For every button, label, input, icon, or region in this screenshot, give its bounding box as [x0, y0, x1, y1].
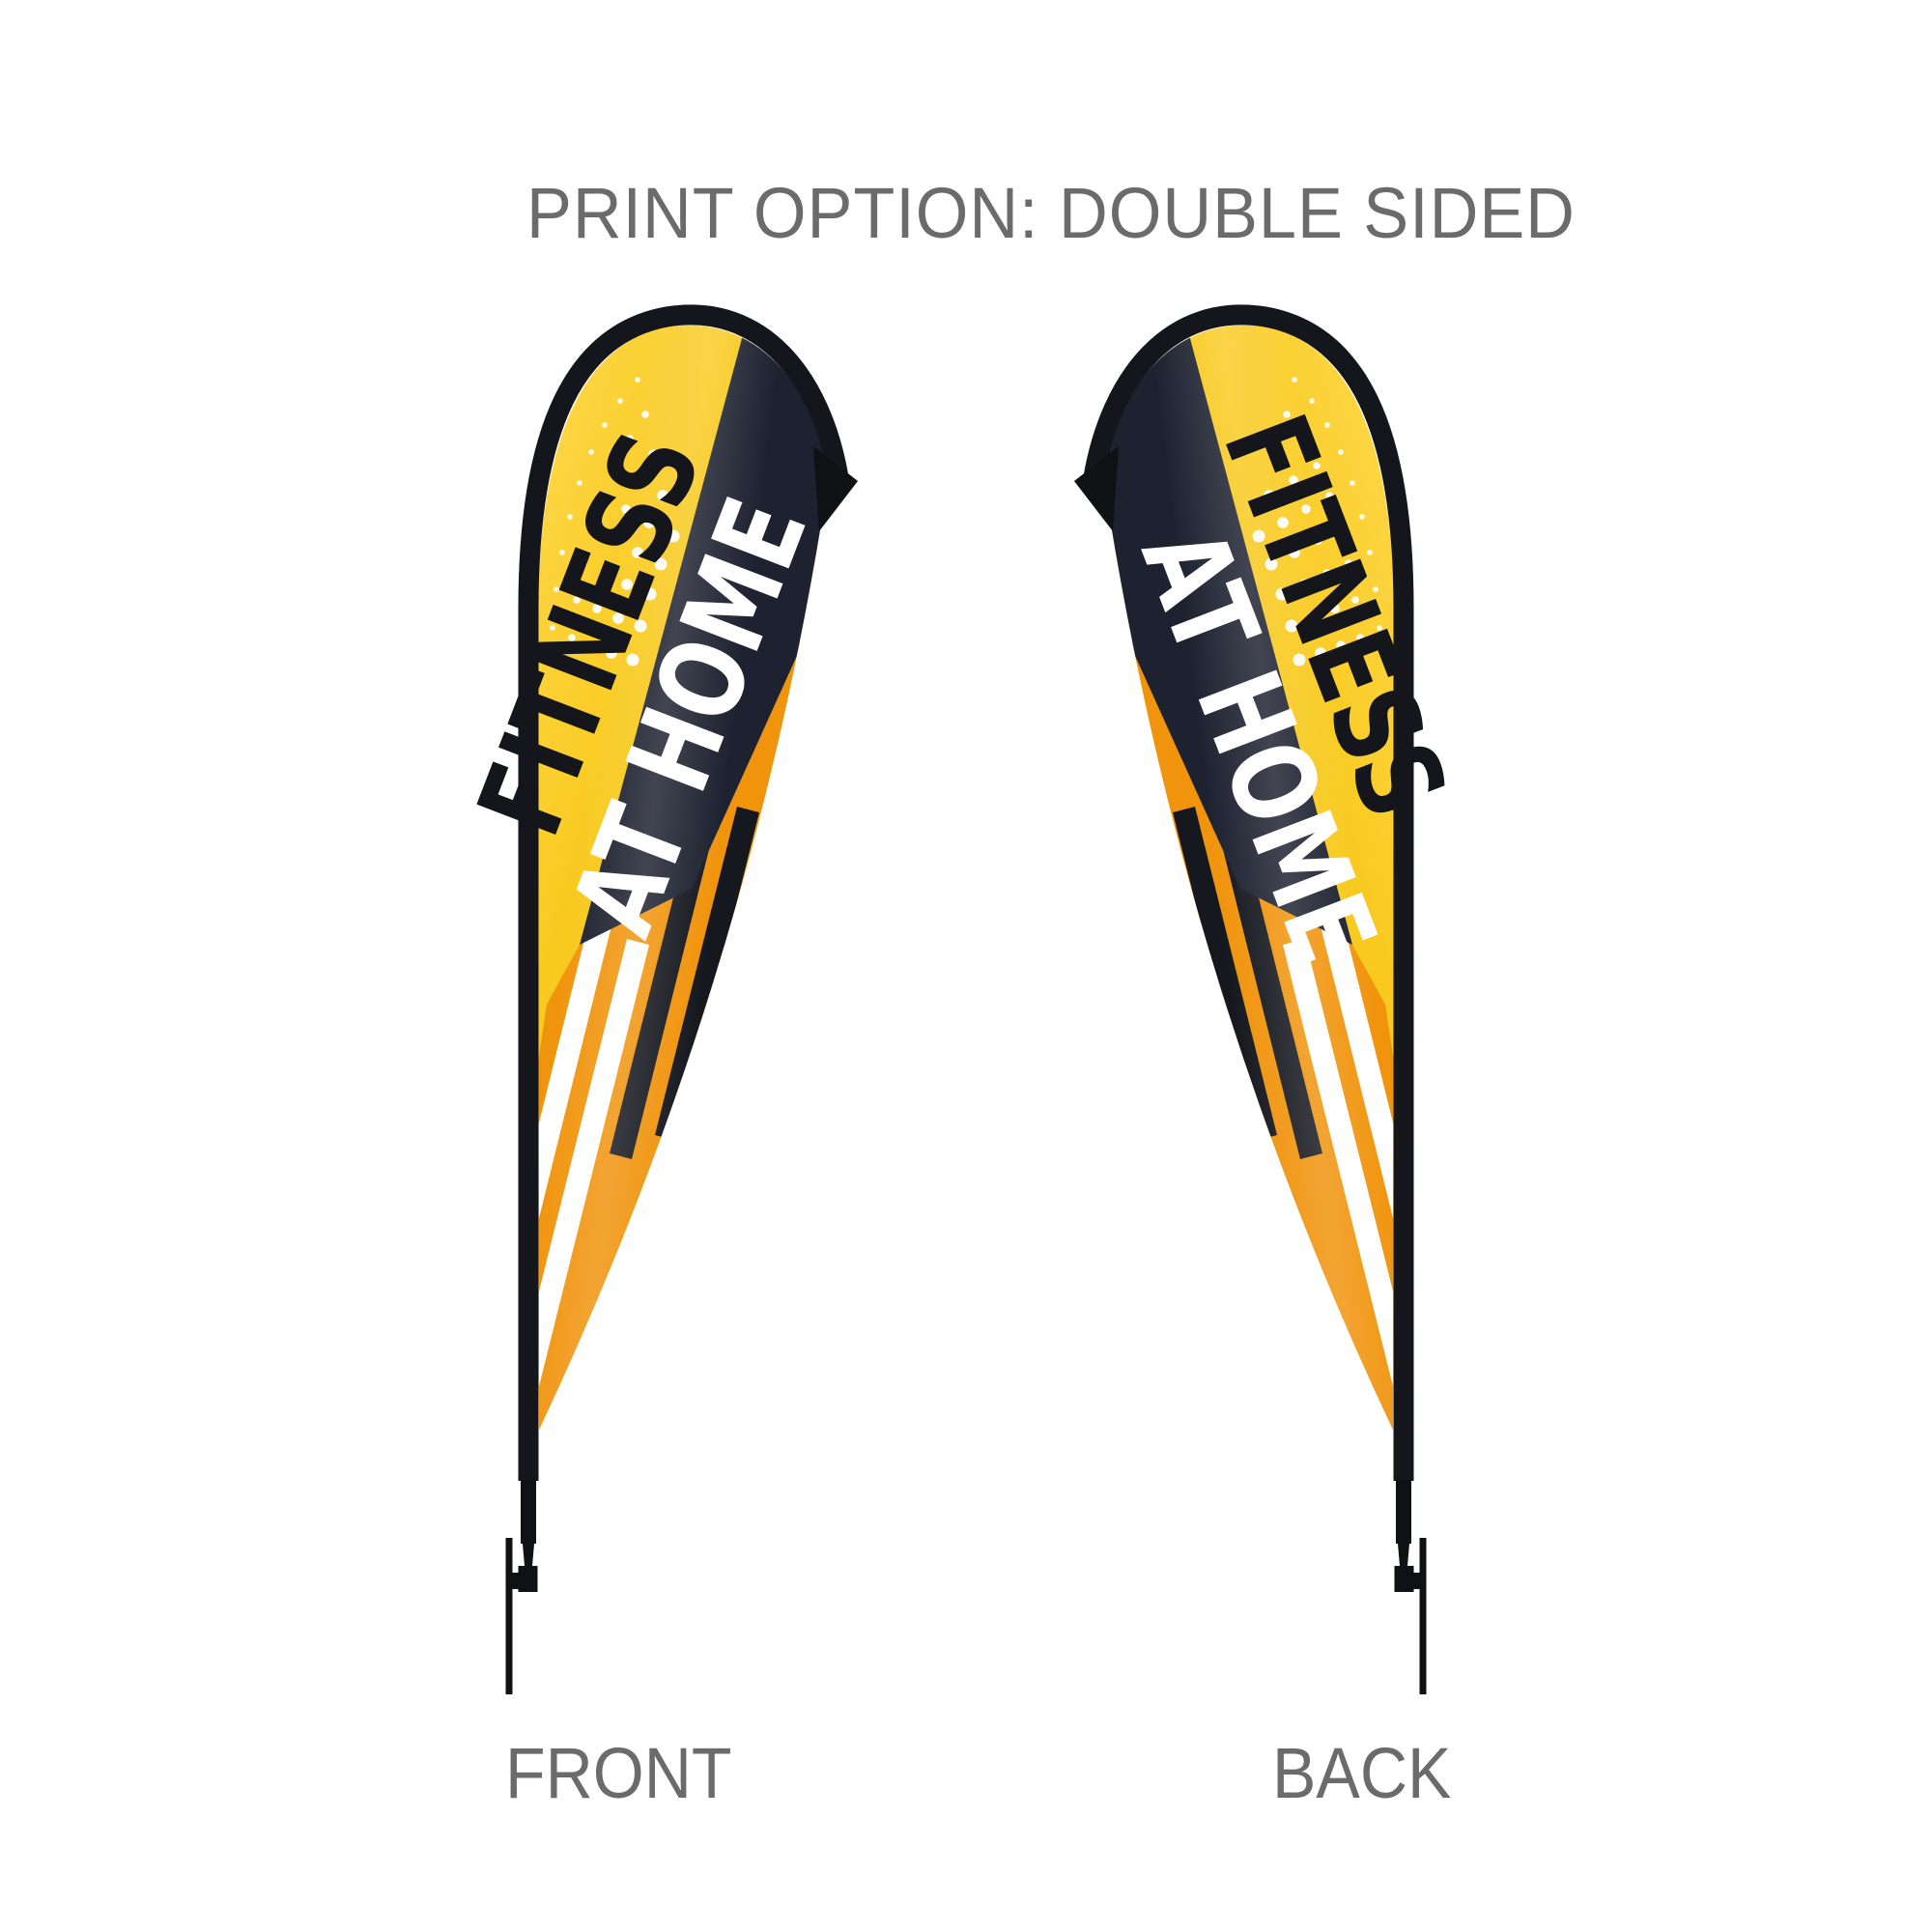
back-label: BACK [1272, 1733, 1452, 1813]
front-label: FRONT [505, 1733, 732, 1813]
flag-back: FITNESS AT HOME [976, 263, 1471, 1694]
flag-front: FITNESS AT HOME [453, 263, 956, 1694]
page-title: PRINT OPTION: DOUBLE SIDED [526, 173, 1576, 253]
